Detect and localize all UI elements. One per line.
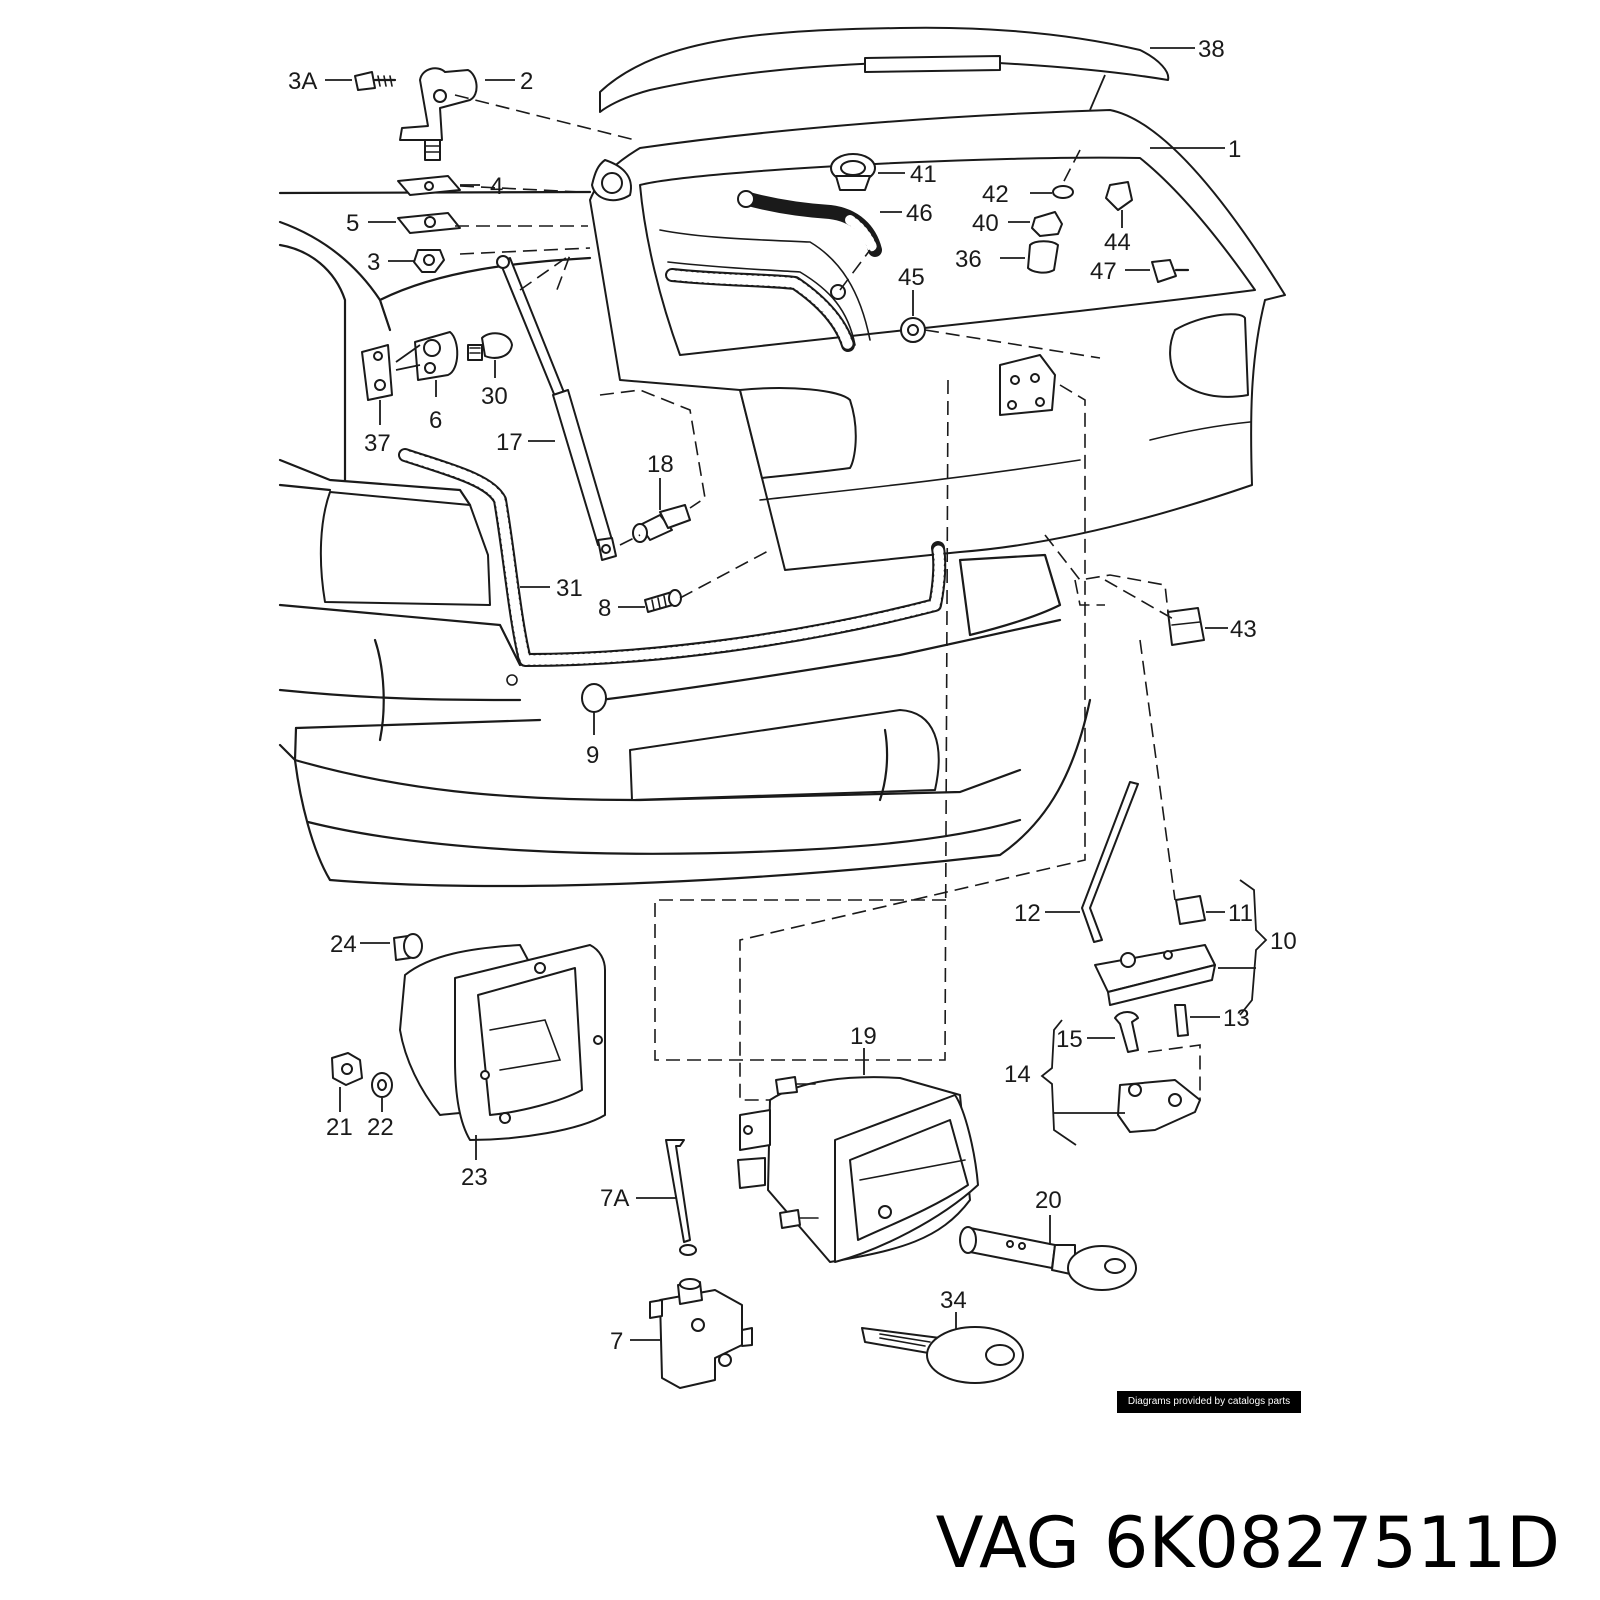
callout-15: 15 <box>1056 1026 1083 1053</box>
callout-3: 3 <box>367 249 380 276</box>
callout-11: 11 <box>1228 900 1253 927</box>
credit-badge: Diagrams provided by catalogs parts <box>1117 1391 1301 1413</box>
callout-46: 46 <box>906 200 933 227</box>
callout-4: 4 <box>490 173 503 200</box>
callout-7: 7 <box>610 1328 623 1355</box>
callout-34: 34 <box>940 1287 967 1314</box>
callout-1: 1 <box>1228 136 1241 163</box>
callout-21: 21 <box>326 1114 353 1141</box>
leader-lines <box>325 47 1268 1341</box>
callout-42: 42 <box>982 181 1009 208</box>
callout-20: 20 <box>1035 1187 1062 1214</box>
callout-23: 23 <box>461 1164 488 1191</box>
callout-5: 5 <box>346 210 359 237</box>
car-body <box>278 190 1092 888</box>
callout-18: 18 <box>647 451 674 478</box>
callout-24: 24 <box>330 931 357 958</box>
callout-47: 47 <box>1090 258 1117 285</box>
callout-44: 44 <box>1104 229 1131 256</box>
callout-labels: 38 3A 2 1 41 4 42 46 44 5 40 36 47 3 45 … <box>288 36 1297 1355</box>
upper-hardware <box>354 67 1190 713</box>
callout-17: 17 <box>496 429 523 456</box>
callout-12: 12 <box>1014 900 1041 927</box>
callout-7a: 7A <box>600 1185 629 1212</box>
callout-37: 37 <box>364 430 391 457</box>
callout-22: 22 <box>367 1114 394 1141</box>
callout-45: 45 <box>898 264 925 291</box>
callout-36: 36 <box>955 246 982 273</box>
part-number-label: 6K0827511D <box>1103 1502 1560 1584</box>
callout-14: 14 <box>1004 1061 1031 1088</box>
assembly-dashed-lines <box>454 94 1201 1101</box>
callout-43: 43 <box>1230 616 1257 643</box>
callout-13: 13 <box>1223 1005 1250 1032</box>
callout-38: 38 <box>1198 36 1225 63</box>
brand-label: VAG <box>935 1502 1080 1584</box>
callout-30: 30 <box>481 383 508 410</box>
callout-41: 41 <box>910 161 937 188</box>
callout-9: 9 <box>586 742 599 769</box>
callout-31: 31 <box>556 575 583 602</box>
part-caption: VAG 6K0827511D <box>840 1502 1560 1584</box>
callout-3a: 3A <box>288 68 317 95</box>
callout-10: 10 <box>1270 928 1297 955</box>
rubber-seal <box>398 448 947 667</box>
lower-hardware <box>331 607 1216 1389</box>
callout-2: 2 <box>520 68 533 95</box>
callout-6: 6 <box>429 407 442 434</box>
tailgate-assembly <box>589 26 1286 571</box>
callout-40: 40 <box>972 210 999 237</box>
callout-8: 8 <box>598 595 611 622</box>
callout-19: 19 <box>850 1023 877 1050</box>
